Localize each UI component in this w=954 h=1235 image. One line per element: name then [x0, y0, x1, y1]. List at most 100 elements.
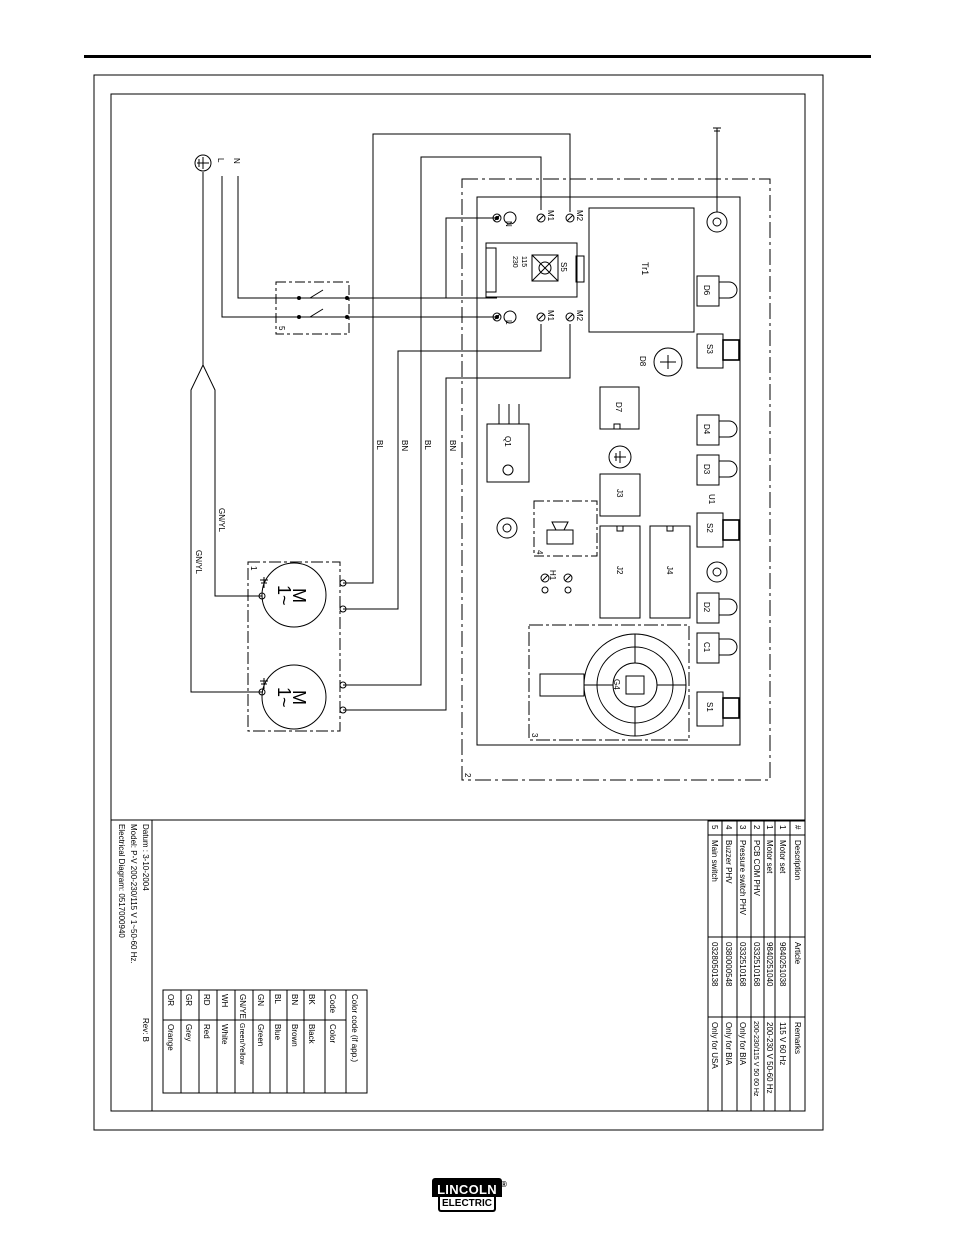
label-j4: J4 — [665, 566, 674, 575]
motor-1-phase: 1~ — [274, 585, 294, 606]
pressure-switch-box — [528, 624, 690, 741]
parts-r6-num: 5 — [710, 825, 719, 830]
color-r8-color: Grey — [184, 1024, 193, 1041]
color-table — [162, 989, 368, 1094]
d8-component — [653, 347, 683, 377]
wire-n — [221, 176, 347, 318]
parts-r6-article: 0328050138 — [710, 942, 719, 987]
label-gnyl-2: GN/YL — [194, 550, 203, 575]
title-block — [110, 819, 153, 1112]
parts-r6-desc: Main switch — [710, 840, 719, 882]
motor-2-phase: 1~ — [274, 687, 294, 708]
color-table-text: Color code (if app.) Code Color BK Black… — [166, 994, 359, 1065]
label-q1: Q1 — [503, 436, 512, 447]
parts-r2-desc: Motor set — [765, 840, 774, 874]
parts-header-desc: Description — [793, 840, 802, 880]
parts-r4-article: 0332510168 — [738, 942, 747, 987]
main-switch-box — [275, 281, 350, 335]
label-s3: S3 — [705, 344, 714, 354]
label-power-l: L — [216, 158, 225, 163]
wire-bn-1 — [343, 156, 542, 686]
j3-block — [599, 473, 641, 517]
motor-1-m: M — [289, 588, 309, 603]
parts-table — [707, 820, 806, 1112]
label-s5: S5 — [559, 262, 568, 272]
label-s2: S2 — [705, 523, 714, 533]
d4-block — [696, 414, 720, 446]
parts-r3-num: 2 — [752, 825, 761, 830]
wire-bl-1 — [343, 133, 571, 584]
color-r1-code: BK — [307, 994, 316, 1005]
label-d8: D8 — [638, 356, 647, 367]
inner-frame — [110, 93, 806, 1112]
parts-r4-desc: Pressure switch PHV — [738, 840, 747, 916]
color-r3-code: BL — [273, 994, 282, 1004]
label-g4: G4 — [612, 679, 621, 690]
color-r9-code: OR — [166, 994, 175, 1006]
title-model: Model: P-V 200-230/115 V 1~50-60 Hz. — [129, 824, 138, 964]
color-r4-color: Green — [256, 1024, 265, 1046]
label-wire-bn-1: BN — [400, 440, 409, 451]
label-d7: D7 — [614, 402, 623, 413]
label-grid-4: 4 — [535, 550, 544, 555]
parts-r3-desc: PCB COM PHV — [752, 840, 761, 897]
color-r5-code: GN/YE — [238, 994, 247, 1019]
parts-r5-remarks: Only for BIA — [724, 1022, 733, 1066]
outer-frame — [93, 74, 824, 1131]
color-header-color: Color — [328, 1024, 337, 1043]
pcb-board — [476, 196, 741, 746]
wire-bn-2 — [343, 324, 542, 610]
parts-r5-article: 0380000548 — [724, 942, 733, 987]
label-switch: 5 — [277, 326, 286, 331]
parts-r4-remarks: Only for BIA — [738, 1022, 747, 1066]
label-l: L — [504, 320, 513, 325]
label-m1-top: M1 — [546, 210, 555, 222]
parts-header-article: Article — [793, 942, 802, 965]
label-tr: Tr1 — [640, 262, 650, 275]
label-j2: J2 — [615, 566, 624, 575]
motor-2 — [261, 664, 327, 730]
q1-block — [486, 423, 530, 483]
label-d6: D6 — [702, 285, 711, 296]
parts-r5-desc: Buzzer PHV — [724, 840, 733, 884]
logo-registered-mark: ® — [501, 1180, 507, 1189]
parts-r5-num: 4 — [724, 825, 733, 830]
logo-electric: ELECTRIC — [438, 1197, 496, 1212]
ground-symbol — [194, 154, 212, 172]
color-r8-code: GR — [184, 994, 193, 1006]
color-table-title: Color code (if app.) — [350, 994, 359, 1062]
color-r7-color: Red — [202, 1024, 211, 1039]
color-header-code: Code — [328, 994, 337, 1014]
d2-block — [696, 592, 720, 624]
label-grid-2: 2 — [463, 773, 472, 778]
motor-2-m: M — [289, 690, 309, 705]
parts-r2-article: 9840251040 — [765, 942, 774, 987]
parts-r3-article: 0332510168 — [752, 942, 761, 987]
wire-l — [237, 176, 347, 299]
housing-2 — [461, 178, 771, 781]
parts-r2-remarks: 200-230 V 50-60 Hz — [765, 1022, 774, 1094]
d6-block — [696, 275, 720, 307]
parts-header-num: # — [793, 825, 802, 830]
label-c1: C1 — [702, 642, 711, 653]
parts-r2-num: 1 — [765, 825, 774, 830]
parts-r4-num: 3 — [738, 825, 747, 830]
lincoln-electric-logo: LINCOLN ELECTRIC ® — [432, 1178, 508, 1216]
label-n: N — [504, 221, 513, 227]
parts-r1-article: 9840251038 — [778, 942, 787, 987]
color-r9-color: Orange — [166, 1024, 175, 1051]
terminal-l — [503, 310, 517, 324]
label-d4: D4 — [702, 424, 711, 435]
color-r7-code: RD — [202, 994, 211, 1006]
label-m2-bottom: M2 — [575, 310, 584, 322]
parts-header-remarks: Remarks — [793, 1022, 802, 1054]
label-115: 115 — [520, 256, 527, 267]
label-h1: H1 — [548, 570, 557, 581]
parts-r1-num: 1 — [778, 825, 787, 830]
label-wire-bl-2: BL — [423, 440, 432, 450]
title-diagram: Electrical Diagram: 0517000940 — [117, 824, 126, 938]
label-d3: D3 — [702, 464, 711, 475]
label-u1: U1 — [707, 494, 716, 505]
label-grid-3: 3 — [530, 733, 539, 738]
